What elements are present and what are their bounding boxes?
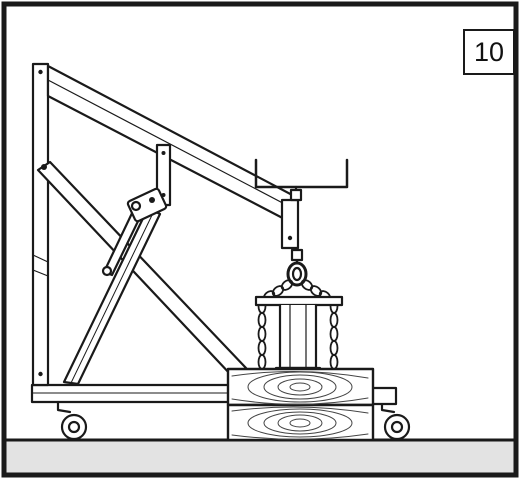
hydraulic-ram (62, 206, 162, 386)
load-block (274, 303, 322, 370)
pump-body (126, 187, 168, 223)
lift-hook (286, 246, 308, 287)
step-number-badge: 10 (463, 29, 515, 75)
mast (31, 62, 50, 387)
spreader-bar (254, 295, 344, 307)
caster-wheels (56, 386, 411, 441)
wood-cribbing (226, 367, 375, 442)
leg-base (30, 383, 234, 404)
saddle-bracket (254, 158, 349, 202)
chains (257, 279, 339, 370)
ground-strip (4, 440, 516, 474)
